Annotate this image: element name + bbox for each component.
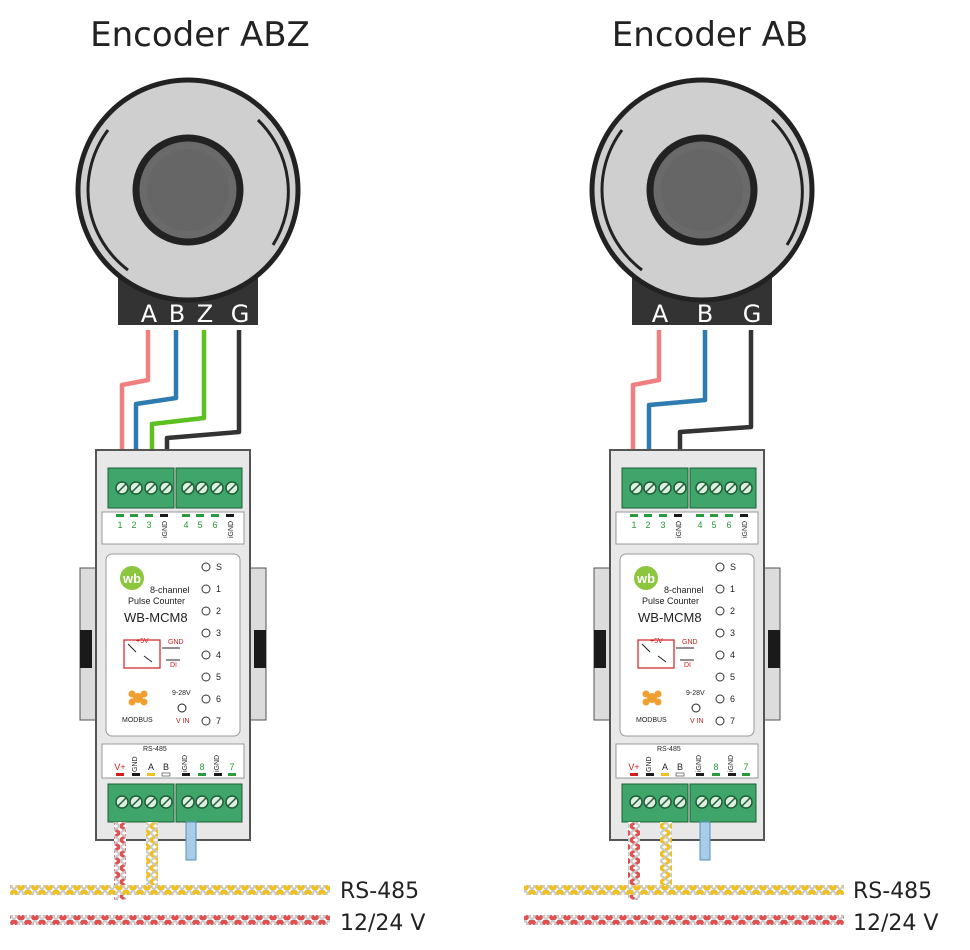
top-term-1: 1 <box>117 520 122 530</box>
module-model: WB-MCM8 <box>124 610 188 625</box>
led-label-5: 5 <box>216 672 221 682</box>
schem-di: DI <box>684 662 691 669</box>
top-term-2: 2 <box>645 520 650 530</box>
bottom-term-ignd-1: iGND <box>696 755 703 772</box>
led-label-7: 7 <box>730 716 735 726</box>
voltage-range: 9-28V <box>686 690 705 697</box>
encoder-ab-pin-a: A <box>652 300 669 328</box>
title-encoder-abz: Encoder ABZ <box>90 15 310 55</box>
top-term-3: 3 <box>146 520 151 530</box>
rs485-label-right: RS-485 <box>853 879 932 904</box>
schem-di: DI <box>170 662 177 669</box>
modbus-label: MODBUS <box>636 717 667 724</box>
bottom-term-vplus: V+ <box>628 762 639 772</box>
wb-logo: wb <box>122 571 141 586</box>
module-desc-2: Pulse Counter <box>128 596 185 606</box>
wb-logo: wb <box>636 571 655 586</box>
encoder-abz-pin-z: Z <box>197 300 213 328</box>
led-label-6: 6 <box>730 694 735 704</box>
led-label-3: 3 <box>216 628 221 638</box>
led-label-1: 1 <box>216 584 221 594</box>
bottom-term-b: B <box>677 762 683 772</box>
top-term-5: 5 <box>711 520 716 530</box>
encoder-abz-pin-g: G <box>231 300 250 328</box>
power-label-left: 12/24 V <box>340 911 425 936</box>
bottom-term-gnd: GND <box>646 756 653 772</box>
power-label-right: 12/24 V <box>853 911 938 936</box>
led-label-1: 1 <box>730 584 735 594</box>
encoder-abz-pin-b: B <box>169 300 185 328</box>
bottom-term-gnd: GND <box>132 756 139 772</box>
bottom-term-b: B <box>163 762 169 772</box>
module-right: 1 2 3 iGND 4 5 6 iGND wb 8-channel Pulse… <box>593 449 781 841</box>
drop-cables-left <box>114 821 197 900</box>
rs485-header: RS-485 <box>143 746 167 753</box>
encoder-ab-pin-g: G <box>743 300 762 328</box>
encoder-abz-pin-a: A <box>141 300 158 328</box>
encoder-abz-icon <box>78 80 298 325</box>
top-term-ignd-2: iGND <box>742 521 749 538</box>
module-desc-1: 8-channel <box>664 585 704 595</box>
module-desc-1: 8-channel <box>150 585 190 595</box>
top-term-5: 5 <box>197 520 202 530</box>
power-bus-cable <box>10 915 844 925</box>
schem-gnd: GND <box>168 639 184 646</box>
module-desc-2: Pulse Counter <box>642 596 699 606</box>
led-label-2: 2 <box>730 606 735 616</box>
led-label-s: S <box>216 562 222 572</box>
top-term-ignd-1: iGND <box>676 521 683 538</box>
led-column: S 1 2 3 4 5 6 7 <box>715 562 736 726</box>
module-left: 1 2 3 iGND 4 5 6 iGND wb 8-channel Pulse… <box>79 449 267 841</box>
top-term-4: 4 <box>697 520 702 530</box>
encoder-ab-icon <box>592 80 812 325</box>
bottom-term-ignd-2: iGND <box>728 755 735 772</box>
top-term-3: 3 <box>660 520 665 530</box>
vin-label: V IN <box>690 718 704 725</box>
top-term-ignd-2: iGND <box>228 521 235 538</box>
modbus-label: MODBUS <box>122 717 153 724</box>
bottom-term-7: 7 <box>743 762 748 772</box>
led-label-5: 5 <box>730 672 735 682</box>
bottom-term-ignd-2: iGND <box>214 755 221 772</box>
top-term-2: 2 <box>131 520 136 530</box>
led-label-s: S <box>730 562 736 572</box>
module-model: WB-MCM8 <box>638 610 702 625</box>
vin-label: V IN <box>176 718 190 725</box>
top-term-6: 6 <box>212 520 217 530</box>
bottom-term-7: 7 <box>229 762 234 772</box>
led-label-6: 6 <box>216 694 221 704</box>
rs485-label-left: RS-485 <box>340 879 419 904</box>
bottom-term-a: A <box>662 762 668 772</box>
schem-gnd: GND <box>682 639 698 646</box>
voltage-range: 9-28V <box>172 690 191 697</box>
top-term-6: 6 <box>726 520 731 530</box>
bottom-term-8: 8 <box>199 762 204 772</box>
led-column: S 1 2 3 4 5 6 7 <box>201 562 222 726</box>
drop-cables-right <box>628 821 711 900</box>
top-term-1: 1 <box>631 520 636 530</box>
bottom-term-a: A <box>148 762 154 772</box>
schem-5v: +5V <box>650 638 663 645</box>
top-term-ignd-1: iGND <box>162 521 169 538</box>
led-label-2: 2 <box>216 606 221 616</box>
title-encoder-ab: Encoder AB <box>612 15 808 55</box>
led-label-7: 7 <box>216 716 221 726</box>
encoder-ab-pin-b: B <box>697 300 713 328</box>
schem-5v: +5V <box>136 638 149 645</box>
top-term-4: 4 <box>183 520 188 530</box>
bottom-term-vplus: V+ <box>114 762 125 772</box>
led-label-3: 3 <box>730 628 735 638</box>
bottom-term-ignd-1: iGND <box>182 755 189 772</box>
led-label-4: 4 <box>730 650 735 660</box>
led-label-4: 4 <box>216 650 221 660</box>
rs485-bus-cable <box>10 885 844 895</box>
bottom-term-8: 8 <box>713 762 718 772</box>
rs485-header: RS-485 <box>657 746 681 753</box>
